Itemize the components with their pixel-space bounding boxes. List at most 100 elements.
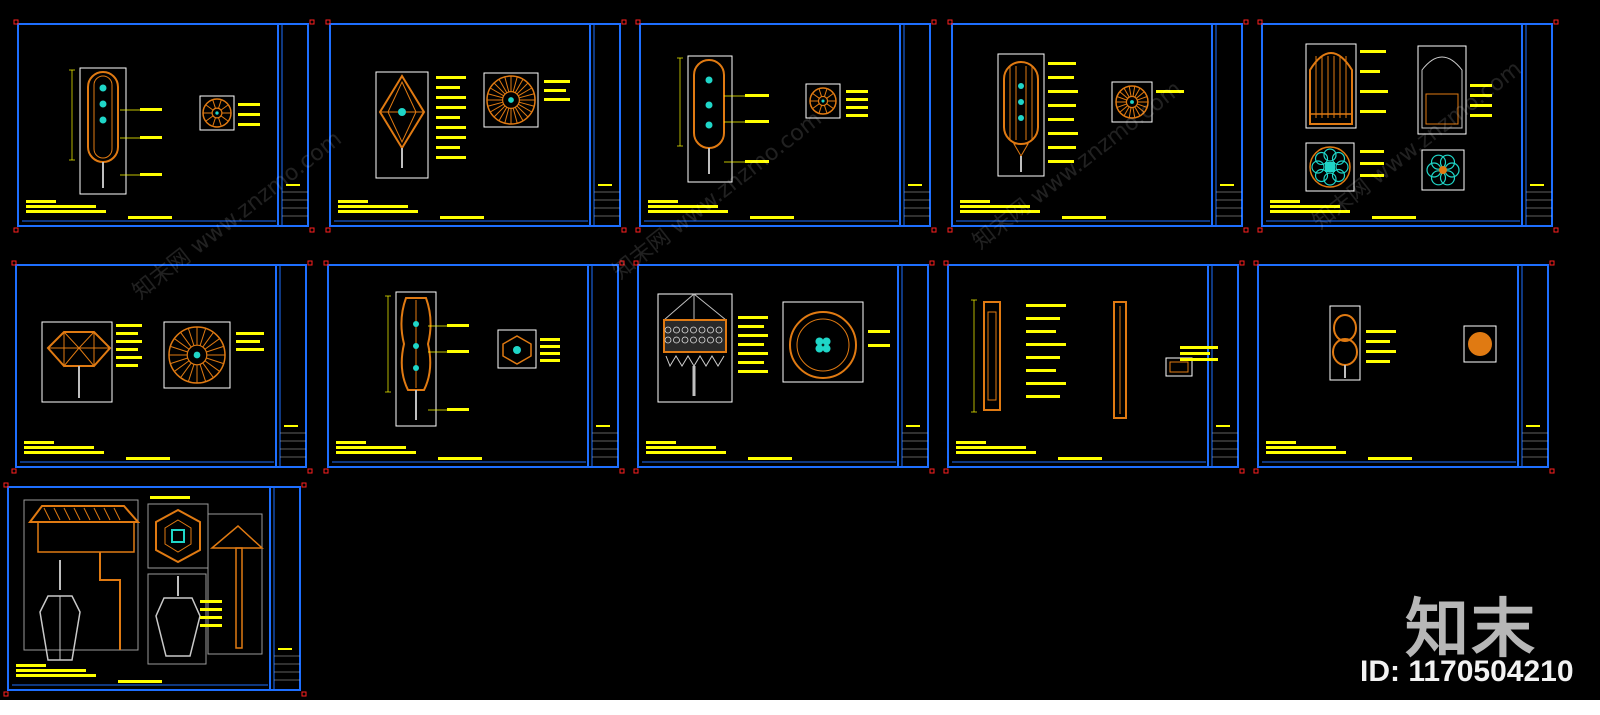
fringe [665, 355, 725, 368]
annotation-bar [540, 359, 560, 362]
sheet-title-bar [750, 216, 794, 219]
shade-pattern [698, 326, 706, 334]
rosette-center [193, 351, 201, 359]
lantern-rib [63, 330, 80, 368]
corner-mark [1239, 468, 1245, 474]
wall-arm [99, 552, 121, 650]
annotation-bar [745, 120, 769, 123]
annotation-bar [1470, 114, 1492, 117]
corner-mark [929, 260, 935, 266]
elevation-box [23, 499, 139, 651]
annotation-bar [846, 90, 868, 93]
plan-box [199, 95, 235, 131]
rosette-spoke [1137, 96, 1148, 101]
corner-mark [931, 19, 937, 25]
corner-mark [1239, 260, 1245, 266]
side-elevation-box [207, 513, 263, 655]
rosette-spoke [826, 103, 834, 110]
cad-sheet-4 [947, 19, 1249, 233]
rosette-spoke [1135, 105, 1145, 113]
flower-center [1325, 162, 1335, 172]
annotation-bar [436, 146, 460, 149]
canopy-lattice [113, 507, 121, 521]
annotation-bar [24, 441, 54, 444]
flower-petal [1323, 148, 1337, 162]
flower-petal [1314, 151, 1329, 166]
corner-mark [309, 227, 315, 233]
shade-pattern [715, 326, 723, 334]
corner-mark [1553, 19, 1559, 25]
flower-petal [1430, 170, 1447, 186]
corner-mark [325, 19, 331, 25]
corner-mark [1243, 227, 1249, 233]
annotation-bar [960, 205, 1030, 208]
annotation-bar [1360, 110, 1386, 113]
pearl-ornament [413, 321, 419, 327]
rosette-spoke [187, 328, 195, 346]
rosette-spoke [206, 345, 224, 353]
corner-mark [621, 227, 627, 233]
corner-mark [633, 260, 639, 266]
annotation-bar [540, 345, 560, 348]
rosette-spoke [1132, 86, 1136, 97]
annotation-bar [540, 338, 560, 341]
annotation-bar [1366, 360, 1390, 363]
annotation-bar [436, 76, 466, 79]
corner-mark [943, 260, 949, 266]
rosette-spoke [826, 92, 834, 99]
flower-ring [1309, 146, 1351, 188]
flower-center [1439, 166, 1447, 174]
pearl-ornament [99, 116, 107, 124]
annotation-bar [1048, 118, 1074, 121]
suspension-wire [663, 293, 695, 321]
canopy-frame [37, 521, 135, 553]
annotation-bar [738, 334, 768, 337]
plan-ornament [815, 344, 824, 353]
rosette-spoke [518, 93, 535, 99]
plan-box [1165, 357, 1193, 377]
lantern-bottom [1013, 143, 1029, 157]
annotation-bar [436, 106, 466, 109]
canopy-lattice [43, 507, 51, 521]
cad-sheet-1 [13, 19, 315, 233]
annotation-bar [738, 352, 768, 355]
pearl-ornament [1018, 83, 1024, 89]
hexagon-inner [164, 519, 192, 553]
corner-mark [1257, 227, 1263, 233]
annotation-bar [1360, 174, 1384, 177]
annotation-bar [26, 205, 96, 208]
rosette-spoke [518, 101, 535, 107]
annotation-bar [846, 98, 868, 101]
annotation-bar [338, 205, 408, 208]
flower-petal [1439, 170, 1456, 186]
annotation-bar [116, 324, 142, 327]
corner-mark [11, 260, 17, 266]
sheet-border [7, 486, 301, 691]
sheet-border [1257, 264, 1549, 468]
plan-ornament [822, 337, 831, 346]
sheet-title-bar [126, 457, 170, 460]
title-block-text [1530, 184, 1544, 186]
annotation-bar [238, 123, 260, 126]
annotation-bar [200, 600, 222, 603]
flower-petal [1444, 162, 1460, 178]
annotation-bar [1270, 200, 1300, 203]
rosette-spoke [493, 105, 506, 118]
annotation-bar [436, 156, 466, 159]
rosette-spoke [504, 76, 510, 93]
rosette-spoke [218, 99, 222, 109]
annotation-bar [1026, 356, 1060, 359]
annotation-bar [447, 350, 469, 353]
corner-mark [307, 260, 313, 266]
cad-sheet-3 [635, 19, 937, 233]
sheet-border [951, 23, 1243, 227]
rosette-spoke [818, 88, 823, 97]
corner-mark [635, 227, 641, 233]
sheet-title-bar [1062, 216, 1106, 219]
pearl-ornament [1018, 99, 1024, 105]
annotation-bar [1470, 94, 1492, 97]
title-block-text [906, 425, 920, 427]
annotation-bar [436, 116, 460, 119]
gourd-upper [1333, 314, 1357, 342]
corner-mark [1253, 260, 1259, 266]
